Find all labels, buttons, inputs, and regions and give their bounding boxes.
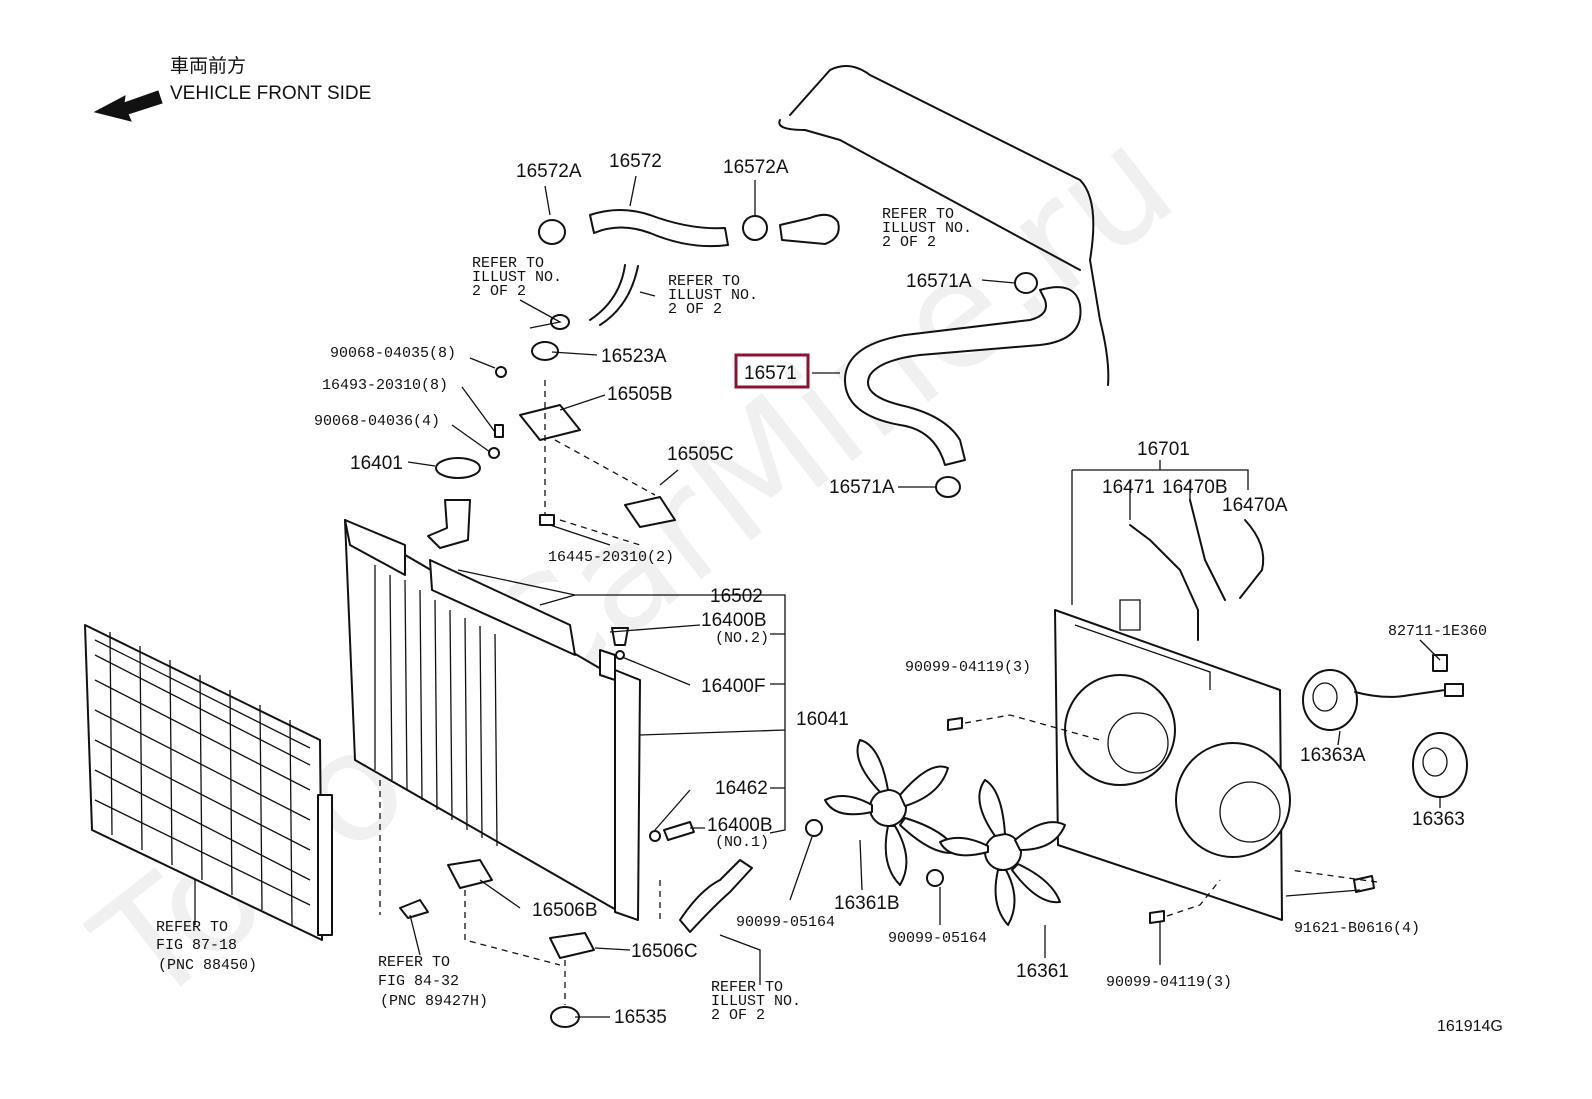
engine-outline xyxy=(778,65,1110,386)
bolt-90099-04119-top xyxy=(947,717,963,731)
upper-hose-16572 xyxy=(538,209,840,248)
label-16400B-top: 16400B xyxy=(701,610,767,631)
svg-text:2 OF 2: 2 OF 2 xyxy=(882,234,936,251)
svg-text:ILLUST NO.: ILLUST NO. xyxy=(668,287,758,304)
cushion-16535 xyxy=(550,1006,580,1028)
label-16041: 16041 xyxy=(796,709,849,730)
label-16572: 16572 xyxy=(609,151,662,172)
label-16493: 16493-20310(8) xyxy=(322,377,448,394)
label-16523A: 16523A xyxy=(601,346,667,367)
label-16363A: 16363A xyxy=(1300,745,1366,766)
drain-plug-16400B xyxy=(611,627,629,646)
label-16571A-top: 16571A xyxy=(906,271,972,292)
ref-top-right: REFER TO ILLUST NO. 2 OF 2 xyxy=(882,206,972,251)
svg-text:2 OF 2: 2 OF 2 xyxy=(668,301,722,318)
label-90099-05164-right: 90099-05164 xyxy=(888,930,987,947)
diagram-code: 161914G xyxy=(1437,1018,1503,1035)
label-16361: 16361 xyxy=(1016,961,1069,982)
bolt-91621 xyxy=(1353,875,1375,893)
label-16400F: 16400F xyxy=(701,676,765,697)
filler-neck xyxy=(427,499,471,549)
label-16572A-left: 16572A xyxy=(516,161,582,182)
leader-lines xyxy=(194,175,1441,1018)
label-16470A: 16470A xyxy=(1222,495,1288,516)
front-arrow-icon xyxy=(93,90,163,122)
label-16363: 16363 xyxy=(1412,809,1465,830)
label-90068-04036: 90068-04036(4) xyxy=(314,413,440,430)
svg-text:ILLUST NO.: ILLUST NO. xyxy=(882,220,972,237)
radiator-16041 xyxy=(344,519,641,921)
label-90099-04119-top: 90099-04119(3) xyxy=(905,659,1031,676)
motor-16363 xyxy=(1412,732,1468,798)
fan-16361B xyxy=(824,739,959,886)
svg-text:(PNC 88450): (PNC 88450) xyxy=(158,957,257,974)
svg-text:REFER TO: REFER TO xyxy=(668,273,740,290)
label-16505C: 16505C xyxy=(667,444,734,465)
motor-16363A xyxy=(1302,654,1464,731)
selected-part-highlight xyxy=(734,353,810,389)
lower-hose-16571 xyxy=(844,272,1082,498)
ref-fig84: REFER TO FIG 84-32 (PNC 89427H) xyxy=(378,954,488,1010)
bolt-90099-04119-bot xyxy=(1149,910,1165,924)
oring-16462 xyxy=(649,830,661,842)
label-16400B-bot-sub: (NO.1) xyxy=(715,834,769,851)
label-16400B-bot: 16400B xyxy=(707,815,773,836)
svg-text:REFER TO: REFER TO xyxy=(711,979,783,996)
label-16470B: 16470B xyxy=(1162,477,1228,498)
drain-cock-16400B xyxy=(663,821,695,841)
svg-text:REFER TO: REFER TO xyxy=(156,919,228,936)
ref-fig87: REFER TO FIG 87-18 (PNC 88450) xyxy=(156,919,257,974)
label-16361B: 16361B xyxy=(834,893,900,914)
nut-90099-05164-left xyxy=(805,819,823,837)
ref-bottom-hose: REFER TO ILLUST NO. 2 OF 2 xyxy=(711,979,801,1024)
svg-text:REFER TO: REFER TO xyxy=(378,954,450,971)
svg-text:2 OF 2: 2 OF 2 xyxy=(711,1007,765,1024)
label-16445: 16445-20310(2) xyxy=(548,549,674,566)
ref-mid-right: REFER TO ILLUST NO. 2 OF 2 xyxy=(668,273,758,318)
label-16401: 16401 xyxy=(350,453,403,474)
fan-16361 xyxy=(939,779,1066,926)
svg-text:FIG 87-18: FIG 87-18 xyxy=(156,937,237,954)
svg-text:(PNC 89427H): (PNC 89427H) xyxy=(380,993,488,1010)
hose-16470A xyxy=(1239,519,1265,599)
label-16506B: 16506B xyxy=(532,900,598,921)
label-90068-04035: 90068-04035(8) xyxy=(330,345,456,362)
sensor xyxy=(399,899,429,919)
small-hose xyxy=(679,859,753,933)
radiator-cap-16401 xyxy=(435,457,481,479)
label-16572A-right: 16572A xyxy=(723,157,789,178)
svg-text:FIG 84-32: FIG 84-32 xyxy=(378,973,459,990)
label-16506C: 16506C xyxy=(631,941,698,962)
svg-text:REFER TO: REFER TO xyxy=(882,206,954,223)
hose-16470B xyxy=(1189,499,1226,601)
label-16462: 16462 xyxy=(715,778,768,799)
svg-text:ILLUST NO.: ILLUST NO. xyxy=(472,269,562,286)
label-82711: 82711-1E360 xyxy=(1388,623,1487,640)
label-16471: 16471 xyxy=(1102,477,1155,498)
ref-mid-left: REFER TO ILLUST NO. 2 OF 2 xyxy=(472,255,562,300)
label-16505B: 16505B xyxy=(607,384,673,405)
label-90099-05164-left: 90099-05164 xyxy=(736,914,835,931)
label-91621: 91621-B0616(4) xyxy=(1294,920,1420,937)
label-16701: 16701 xyxy=(1137,439,1190,460)
label-16571A-bottom: 16571A xyxy=(829,477,895,498)
label-90099-04119-bot: 90099-04119(3) xyxy=(1106,974,1232,991)
label-16571[interactable]: 16571 xyxy=(744,363,797,384)
svg-text:REFER TO: REFER TO xyxy=(472,255,544,272)
nut-90099-05164-right xyxy=(926,869,944,887)
svg-text:2 OF 2: 2 OF 2 xyxy=(472,283,526,300)
label-16400B-top-sub: (NO.2) xyxy=(715,630,769,647)
svg-text:ILLUST NO.: ILLUST NO. xyxy=(711,993,801,1010)
bracket-16506C xyxy=(549,932,595,959)
overflow-hose xyxy=(589,264,639,326)
fan-shroud-16701 xyxy=(1054,599,1291,921)
reservoir-bracket xyxy=(488,341,676,546)
front-label: VEHICLE FRONT SIDE xyxy=(170,83,371,104)
hose-16471 xyxy=(1129,524,1199,641)
label-16535: 16535 xyxy=(614,1007,667,1028)
front-jp-label: 車両前方 xyxy=(170,55,246,77)
condenser xyxy=(84,624,333,941)
label-16502: 16502 xyxy=(710,586,763,607)
